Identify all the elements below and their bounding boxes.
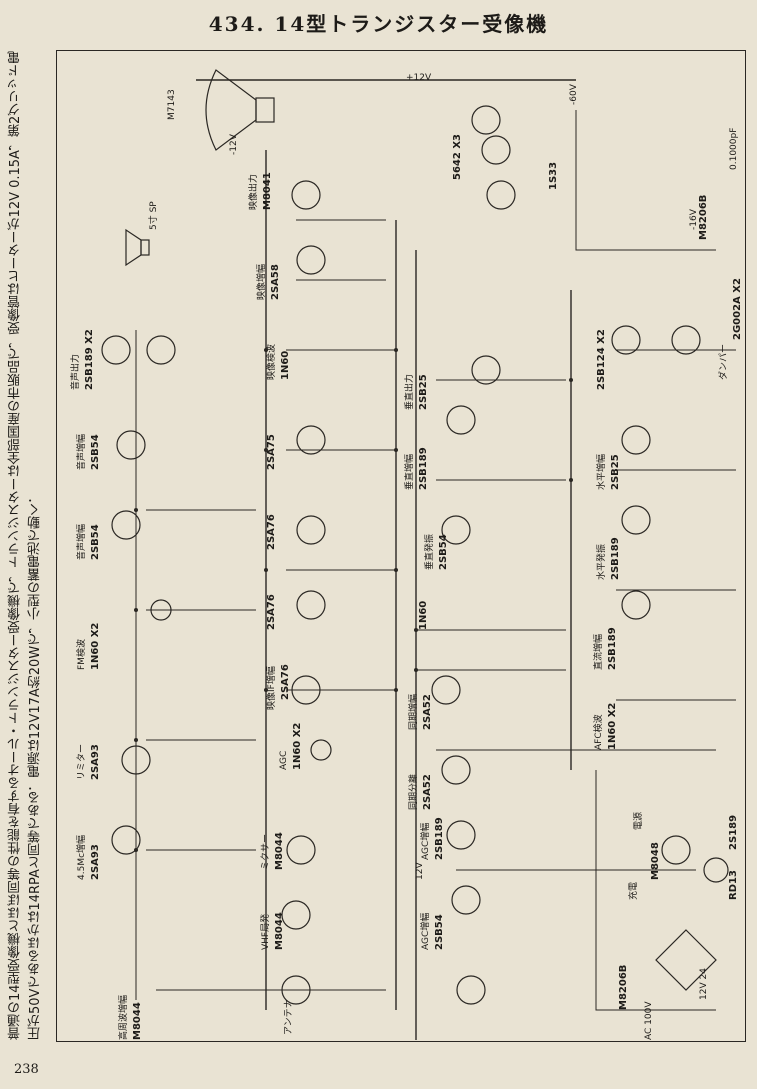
svg-text:2SB189: 2SB189 <box>610 537 621 580</box>
svg-text:2SA76: 2SA76 <box>266 514 277 550</box>
svg-text:アンテナ: アンテナ <box>283 999 294 1035</box>
speaker-icon: 5寸 SP <box>125 201 159 267</box>
svg-text:映像IF増幅: 映像IF増幅 <box>265 666 277 710</box>
svg-text:水平発振: 水平発振 <box>595 544 607 580</box>
svg-text:高周波増幅: 高周波増幅 <box>117 995 129 1040</box>
svg-text:ダンパー: ダンパー <box>717 344 729 380</box>
svg-text:2SA76: 2SA76 <box>266 594 277 630</box>
svg-text:M8044: M8044 <box>274 832 285 870</box>
svg-text:AGC増幅: AGC増幅 <box>419 823 431 860</box>
svg-text:同期分離: 同期分離 <box>407 774 419 810</box>
svg-text:映像出力: 映像出力 <box>247 174 259 210</box>
svg-text:垂直出力: 垂直出力 <box>403 374 415 410</box>
crt-tube: M7143 <box>167 69 275 151</box>
svg-text:ミクサー: ミクサー <box>260 834 271 870</box>
svg-text:M8048: M8048 <box>650 842 661 880</box>
svg-text:垂直増幅: 垂直増幅 <box>403 454 415 490</box>
svg-text:2S189: 2S189 <box>728 815 739 850</box>
svg-text:2SA93: 2SA93 <box>90 844 101 880</box>
svg-text:0.1000pF: 0.1000pF <box>729 128 739 170</box>
svg-text:2SA58: 2SA58 <box>270 264 281 300</box>
svg-text:1N60 X2: 1N60 X2 <box>292 723 303 770</box>
svg-text:2SA52: 2SA52 <box>422 774 433 810</box>
svg-text:リミター: リミター <box>76 744 87 780</box>
svg-text:2SB189: 2SB189 <box>607 627 618 670</box>
bus-lines <box>135 79 736 1040</box>
svg-text:M8206B: M8206B <box>698 195 709 240</box>
svg-text:2SA93: 2SA93 <box>90 744 101 780</box>
svg-text:2G002A X2: 2G002A X2 <box>732 278 743 340</box>
svg-text:充電: 充電 <box>627 882 639 900</box>
rectifier-bridge <box>655 929 717 991</box>
svg-text:VHF局発: VHF局発 <box>259 914 271 950</box>
svg-text:映像増幅: 映像増幅 <box>255 264 267 300</box>
svg-text:5642 X3: 5642 X3 <box>452 134 463 180</box>
svg-text:映像検波: 映像検波 <box>265 344 277 380</box>
svg-text:2SB54: 2SB54 <box>438 534 449 570</box>
transistor-symbols <box>101 105 729 1005</box>
svg-text:直流増幅: 直流増幅 <box>592 634 604 670</box>
svg-text:FM検波: FM検波 <box>75 639 87 670</box>
svg-text:-12V: -12V <box>229 133 239 155</box>
svg-text:AGC増幅: AGC増幅 <box>419 913 431 950</box>
svg-text:1N60: 1N60 <box>418 601 429 630</box>
svg-text:2SB189: 2SB189 <box>418 447 429 490</box>
svg-text:AGC: AGC <box>279 751 289 770</box>
svg-text:2SB189: 2SB189 <box>434 817 445 860</box>
svg-text:2SB54: 2SB54 <box>90 434 101 470</box>
svg-text:12V: 12V <box>415 862 425 880</box>
svg-text:2SB25: 2SB25 <box>610 454 621 490</box>
svg-text:RD13: RD13 <box>728 870 739 900</box>
svg-text:垂直発振: 垂直発振 <box>423 534 435 570</box>
schematic-frame <box>56 50 746 1042</box>
junctions <box>134 348 573 852</box>
svg-text:AFC検波: AFC検波 <box>592 714 604 750</box>
svg-text:2SA76: 2SA76 <box>280 664 291 700</box>
svg-text:音声出力: 音声出力 <box>69 354 81 390</box>
svg-text:1N60: 1N60 <box>280 351 291 380</box>
svg-text:-16V: -16V <box>689 208 699 230</box>
misc-labels: アンテナ AC 100V -12V -60V -16V 12V +12V 充電 … <box>229 73 739 1040</box>
svg-text:電源: 電源 <box>633 812 644 830</box>
svg-text:2SA52: 2SA52 <box>422 694 433 730</box>
schematic-diagram: M7143 5寸 SP <box>69 69 743 1040</box>
svg-text:12V 24: 12V 24 <box>699 968 709 1000</box>
svg-text:+12V: +12V <box>406 73 432 83</box>
page-number: 238 <box>14 1062 39 1077</box>
svg-text:2SB54: 2SB54 <box>90 524 101 560</box>
svg-text:2SB25: 2SB25 <box>418 374 429 410</box>
svg-text:2SB124 X2: 2SB124 X2 <box>596 329 607 390</box>
stage-labels: 高周波増幅 M8044 VHF局発 M8044 ミクサー M8044 AGC 1… <box>69 134 743 1040</box>
svg-text:音声増幅: 音声増幅 <box>75 434 87 470</box>
svg-text:2SB189 X2: 2SB189 X2 <box>84 329 95 390</box>
svg-text:同期増幅: 同期増幅 <box>407 694 419 730</box>
page-title: 434. 14型トランジスター受像機 <box>208 12 549 36</box>
svg-text:音声増幅: 音声増幅 <box>75 524 87 560</box>
svg-text:4.5Mc増幅: 4.5Mc増幅 <box>75 835 87 880</box>
svg-text:1N60 X2: 1N60 X2 <box>607 703 618 750</box>
svg-text:水平増幅: 水平増幅 <box>595 454 607 490</box>
svg-text:1S33: 1S33 <box>548 162 559 190</box>
svg-text:2SB54: 2SB54 <box>434 914 445 950</box>
svg-text:M8044: M8044 <box>132 1002 143 1040</box>
svg-text:2SA75: 2SA75 <box>266 434 277 470</box>
caption-text: 普通の14型受像機とほぼ同等の性能を有するオール・トランジスター受像機で，トラン… <box>8 50 43 1040</box>
svg-text:M8041: M8041 <box>262 172 273 210</box>
svg-text:-60V: -60V <box>569 83 579 105</box>
svg-text:5寸 SP: 5寸 SP <box>147 201 159 230</box>
svg-text:M8044: M8044 <box>274 912 285 950</box>
svg-text:M7143: M7143 <box>167 89 177 120</box>
svg-text:AC 100V: AC 100V <box>644 1001 654 1040</box>
svg-text:M8206B: M8206B <box>618 965 629 1010</box>
svg-text:1N60 X2: 1N60 X2 <box>90 623 101 670</box>
